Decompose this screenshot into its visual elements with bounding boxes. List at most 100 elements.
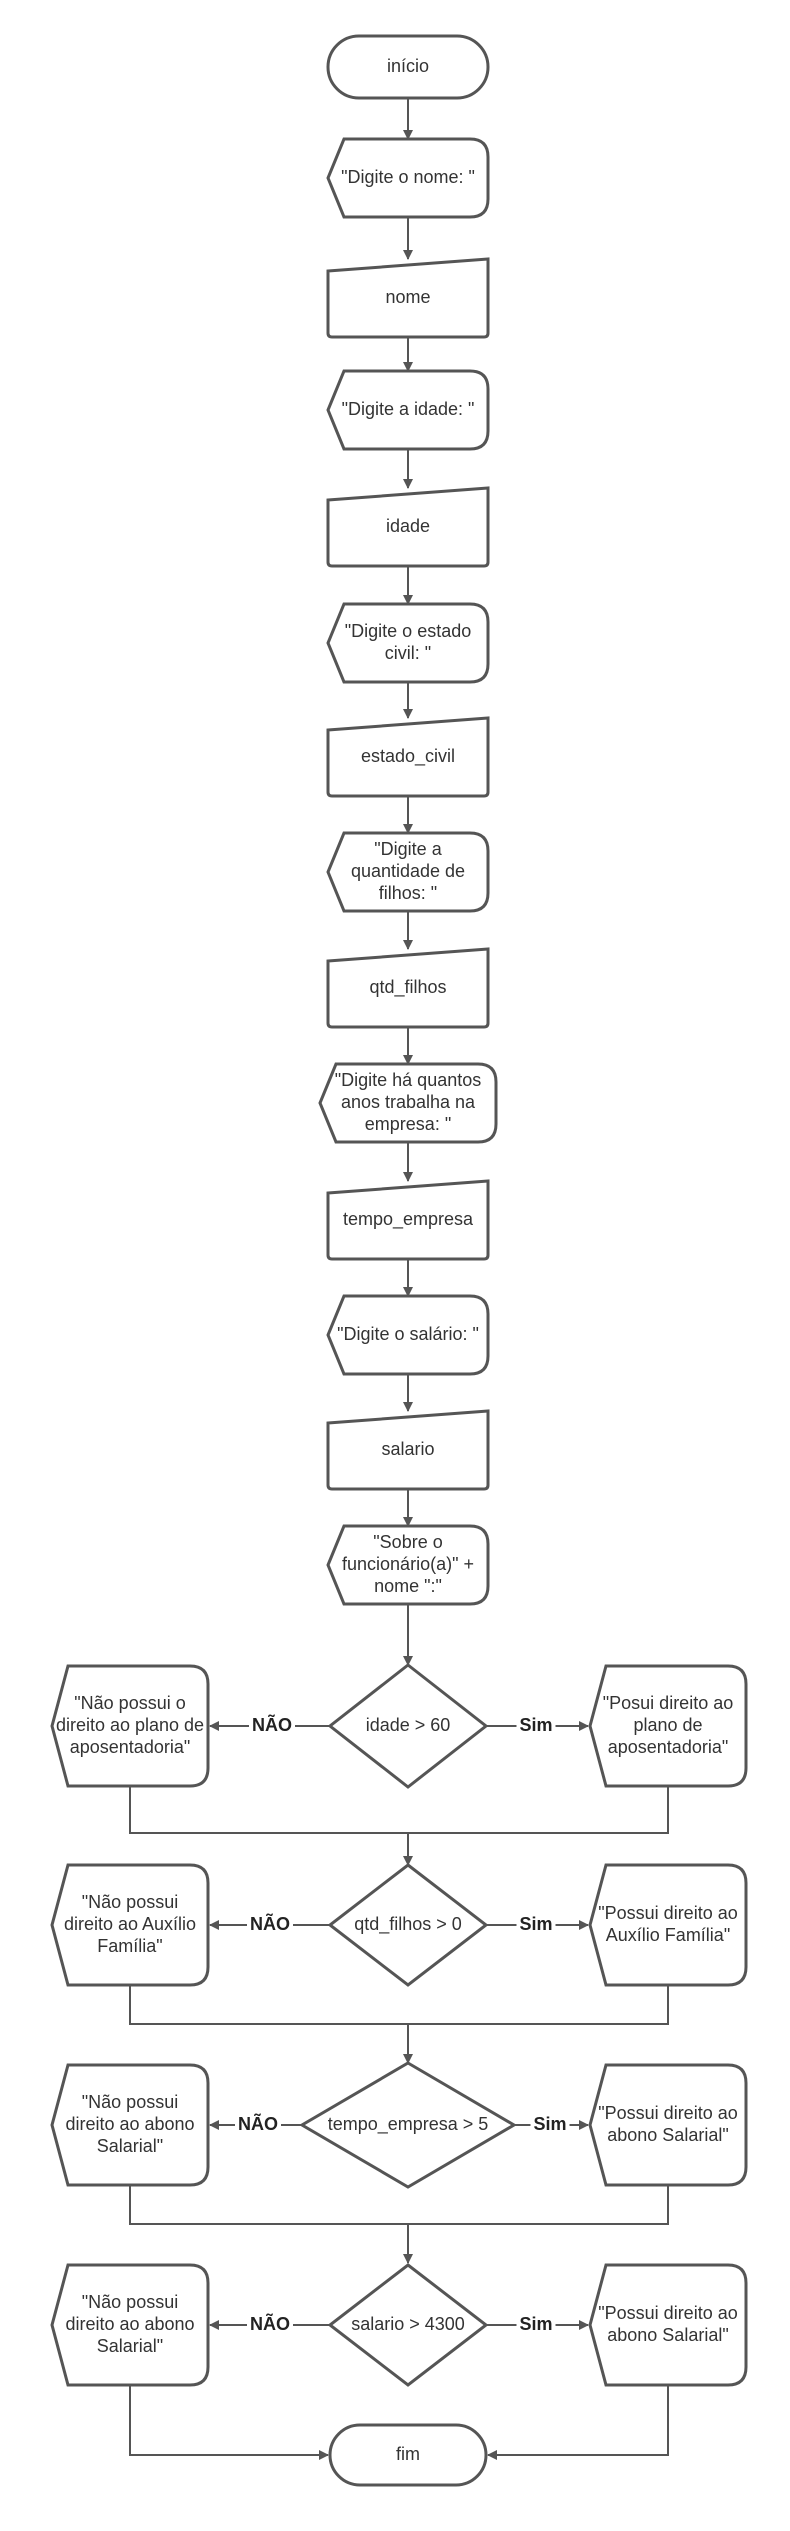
merge-right-2 [408, 1985, 669, 2025]
yes-bonus-1-label: abono Salarial" [607, 2125, 728, 2145]
merge-right-3 [408, 2185, 669, 2225]
input-marital-label: estado_civil [361, 746, 455, 767]
prompt-age-shape [326, 369, 490, 451]
edge-label-years-no: NÃO [238, 2113, 278, 2134]
node-end: fim [328, 2423, 488, 2487]
prompt-name-label: "Digite o nome: " [341, 167, 475, 187]
no-bonus-2-shape [50, 2263, 210, 2387]
yes-family-aid-label: "Possui direito ao [598, 1903, 737, 1923]
no-bonus-2-label: direito ao abono [65, 2314, 194, 2334]
end-shape [328, 2423, 488, 2487]
edge-label-children-no: NÃO [250, 1913, 290, 1934]
prompt-children-label: filhos: " [379, 883, 437, 903]
decision-age-shape [327, 1663, 489, 1789]
decision-years-label: tempo_empresa > 5 [328, 2114, 489, 2135]
input-children-shape [326, 947, 490, 1029]
node-prompt-salary: "Digite o salário: " [326, 1294, 490, 1376]
no-bonus-1-label: "Não possui [82, 2092, 178, 2112]
yes-pension-shape [588, 1664, 748, 1788]
yes-bonus-1-label: "Possui direito ao [598, 2103, 737, 2123]
yes-pension-label: "Posui direito ao [603, 1693, 733, 1713]
no-family-aid-label: "Não possui [82, 1892, 178, 1912]
start-shape [326, 34, 490, 100]
input-children-label: qtd_filhos [369, 977, 446, 998]
decision-children-shape [327, 1863, 489, 1987]
node-input-name: nome [326, 257, 490, 339]
edge-label-background [516, 2312, 556, 2335]
node-input-salary: salario [326, 1409, 490, 1491]
prompt-salary-label: "Digite o salário: " [337, 1324, 479, 1344]
input-age-label: idade [386, 516, 430, 536]
merge-left-2 [129, 1985, 408, 2025]
prompt-marital-shape [326, 602, 490, 684]
prompt-years-label: anos trabalha na [341, 1092, 476, 1112]
start-label: início [387, 56, 429, 76]
edge-label-background [530, 2112, 570, 2135]
input-salary-label: salario [381, 1439, 434, 1459]
edge-label-background [516, 1713, 556, 1736]
prompt-years-label: "Digite há quantos [335, 1070, 482, 1090]
input-marital-shape [326, 716, 490, 798]
edge-label-salary-yes: Sim [519, 2314, 552, 2334]
about-employee-label: nome ":" [374, 1576, 442, 1596]
edge-label-background [247, 2311, 293, 2335]
about-employee-label: funcionário(a)" + [342, 1554, 474, 1574]
edge-label-age-yes: Sim [519, 1715, 552, 1735]
edge-yes-to-end [487, 2385, 669, 2460]
node-prompt-name: "Digite o nome: " [326, 137, 490, 219]
input-name-label: nome [385, 287, 430, 307]
no-pension-shape [50, 1664, 210, 1788]
prompt-children-label: quantidade de [351, 861, 465, 881]
input-years-label: tempo_empresa [343, 1209, 474, 1230]
no-pension-label: direito ao plano de [56, 1715, 204, 1735]
prompt-marital-label: "Digite o estado [345, 621, 471, 641]
prompt-name-shape [326, 137, 490, 219]
node-input-children: qtd_filhos [326, 947, 490, 1029]
prompt-children-label: "Digite a [374, 839, 442, 859]
no-pension-label: "Não possui o [74, 1693, 185, 1713]
prompt-years-shape [318, 1062, 498, 1144]
yes-bonus-1-shape [588, 2063, 748, 2187]
edge-label-age-no: NÃO [252, 1714, 292, 1735]
no-bonus-2-label: Salarial" [97, 2336, 163, 2356]
input-salary-shape [326, 1409, 490, 1491]
yes-bonus-2-label: "Possui direito ao [598, 2303, 737, 2323]
edge-label-years-yes: Sim [533, 2114, 566, 2134]
end-label: fim [396, 2444, 420, 2464]
no-bonus-1-shape [50, 2063, 210, 2187]
node-input-age: idade [326, 486, 490, 568]
node-input-marital: estado_civil [326, 716, 490, 798]
node-input-years: tempo_empresa [326, 1179, 490, 1261]
merge-left-1 [129, 1786, 408, 1834]
edge-label-background [247, 1911, 293, 1935]
decision-age-label: idade > 60 [366, 1715, 451, 1735]
no-bonus-1-label: direito ao abono [65, 2114, 194, 2134]
yes-pension-label: aposentadoria" [608, 1737, 728, 1757]
yes-pension-label: plano de [633, 1715, 702, 1735]
edge-label-background [516, 1912, 556, 1935]
prompt-years-label: empresa: " [365, 1114, 451, 1134]
edge-label-salary-no: NÃO [250, 2313, 290, 2334]
about-employee-label: "Sobre o [373, 1532, 442, 1552]
input-name-shape [326, 257, 490, 339]
no-bonus-2-label: "Não possui [82, 2292, 178, 2312]
prompt-age-label: "Digite a idade: " [342, 399, 475, 419]
yes-family-aid-shape [588, 1863, 748, 1987]
yes-bonus-2-shape [588, 2263, 748, 2387]
input-years-shape [326, 1179, 490, 1261]
edge-label-background [235, 2111, 281, 2135]
no-family-aid-label: direito ao Auxílio [64, 1914, 196, 1934]
nodes: início "Digite o nome: " nome "Digite a ida… [50, 34, 748, 2487]
merge-right-1 [408, 1786, 669, 1834]
node-start: início [326, 34, 490, 100]
edge-no-to-end [129, 2385, 329, 2460]
